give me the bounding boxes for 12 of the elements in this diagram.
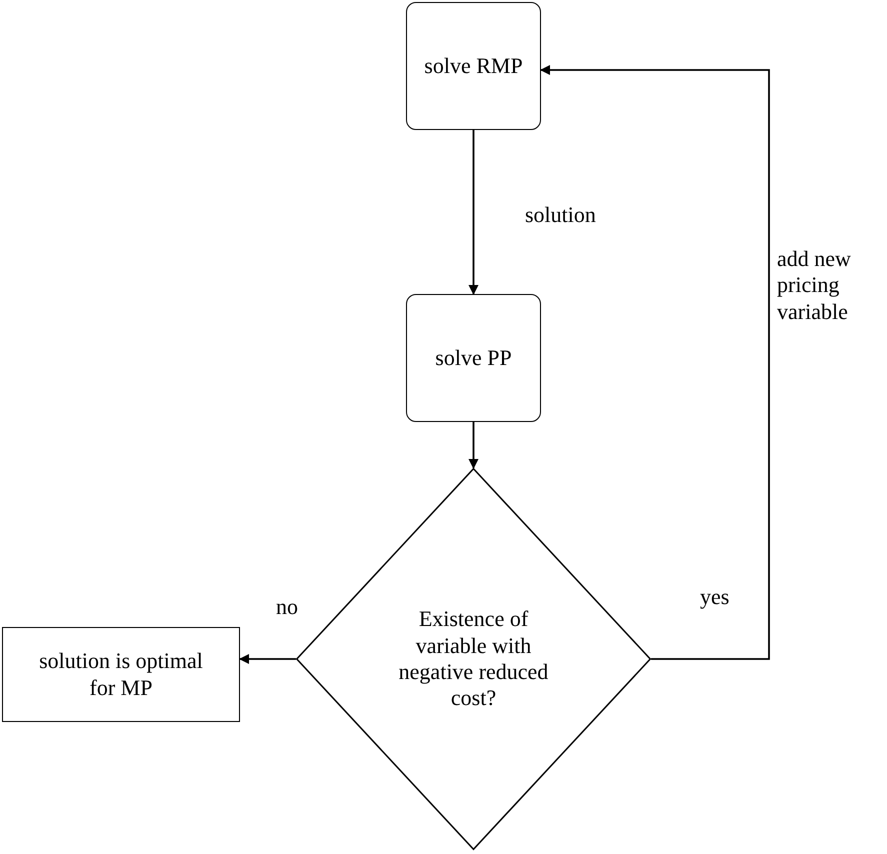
arrow <box>468 422 478 469</box>
process-box <box>406 2 541 130</box>
arrow <box>540 65 770 660</box>
process-box <box>406 294 541 422</box>
node-text: Existence of variable with negative reduced cost? <box>398 606 550 712</box>
node-text: solve RMP <box>424 52 523 80</box>
annotation-text: add new pricing variable <box>777 246 852 326</box>
process-box <box>2 627 240 722</box>
node-text: solve PP <box>435 344 512 372</box>
arrow <box>239 654 296 664</box>
arrow <box>468 130 478 295</box>
node-text: solution is optimal for MP <box>38 648 204 701</box>
